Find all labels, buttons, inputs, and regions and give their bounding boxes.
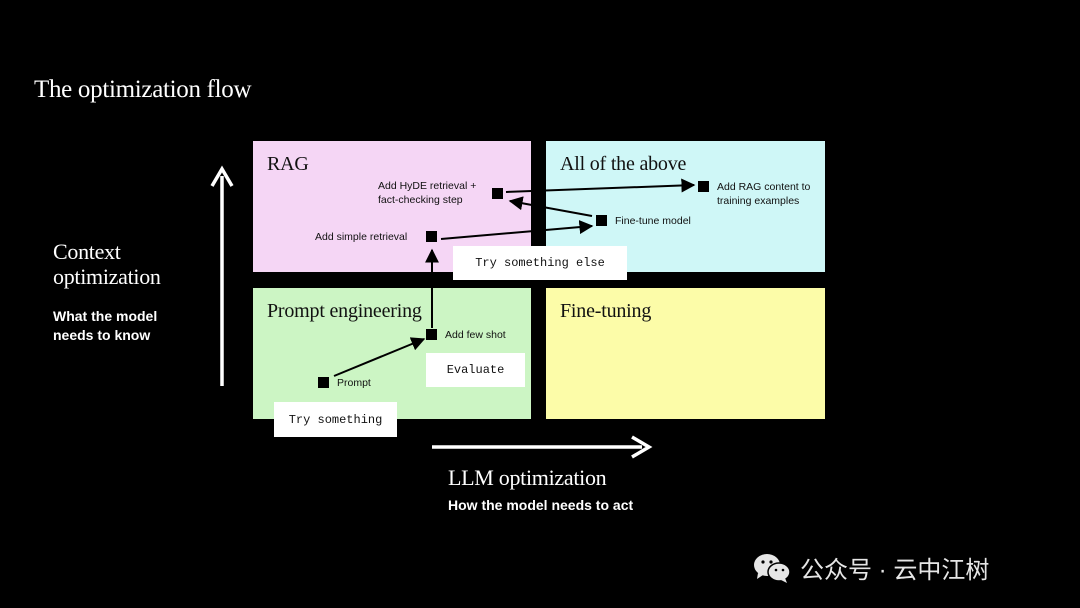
watermark-text: 公众号 · 云中江树 [800, 557, 990, 584]
wechat-icon [754, 553, 791, 583]
arrow-hyde-to-rag-content [505, 178, 696, 193]
node-hyde [492, 188, 503, 199]
x-axis-title: LLM optimization [448, 465, 607, 490]
node-hyde-label-line2: fact-checking step [378, 194, 463, 206]
node-rag-content [698, 181, 709, 192]
y-axis-subtitle-line2: needs to know [53, 327, 151, 343]
arrow-prompt-to-few-shot [333, 337, 426, 377]
arrow-retrieval-to-fine-tune [440, 220, 594, 240]
quadrant-rag-title: RAG [267, 153, 309, 175]
quadrant-fine-tuning-title: Fine-tuning [560, 300, 652, 322]
node-hyde-label: Add HyDE retrieval + fact-checking step [378, 179, 476, 207]
node-few-shot-label: Add few shot [445, 329, 506, 341]
y-axis-title-line1: Context [53, 239, 121, 264]
x-axis-subtitle: How the model needs to act [448, 497, 634, 513]
y-axis-title-line2: optimization [53, 264, 161, 289]
node-simple-retrieval-label: Add simple retrieval [315, 231, 408, 243]
y-axis-subtitle-line1: What the model [53, 308, 158, 324]
node-hyde-label-line1: Add HyDE retrieval + [378, 180, 477, 192]
node-fine-tune-label: Fine-tune model [615, 215, 691, 227]
node-prompt [318, 377, 329, 388]
node-prompt-label: Prompt [337, 377, 371, 389]
node-rag-content-label: Add RAG content to training examples [717, 180, 810, 208]
watermark: 公众号 · 云中江树 [752, 550, 989, 585]
x-axis-arrow [432, 435, 653, 459]
quadrant-fine-tuning: Fine-tuning [546, 288, 825, 419]
quadrant-all-title: All of the above [560, 153, 687, 175]
y-axis-subtitle: What the model needs to know [53, 307, 157, 345]
badge-try-something: Try something [274, 402, 397, 437]
node-rag-content-label-line1: Add RAG content to [717, 181, 811, 193]
y-axis-title: Context optimization [53, 239, 161, 289]
page-title: The optimization flow [34, 76, 252, 103]
node-rag-content-label-line2: training examples [717, 195, 800, 207]
arrow-fine-tune-to-hyde [508, 196, 593, 217]
node-simple-retrieval [426, 231, 437, 242]
y-axis-arrow [210, 165, 234, 386]
node-fine-tune [596, 215, 607, 226]
badge-evaluate: Evaluate [426, 353, 525, 387]
node-few-shot [426, 329, 437, 340]
quadrant-prompt-title: Prompt engineering [267, 300, 422, 322]
badge-try-something-else: Try something else [453, 246, 627, 280]
